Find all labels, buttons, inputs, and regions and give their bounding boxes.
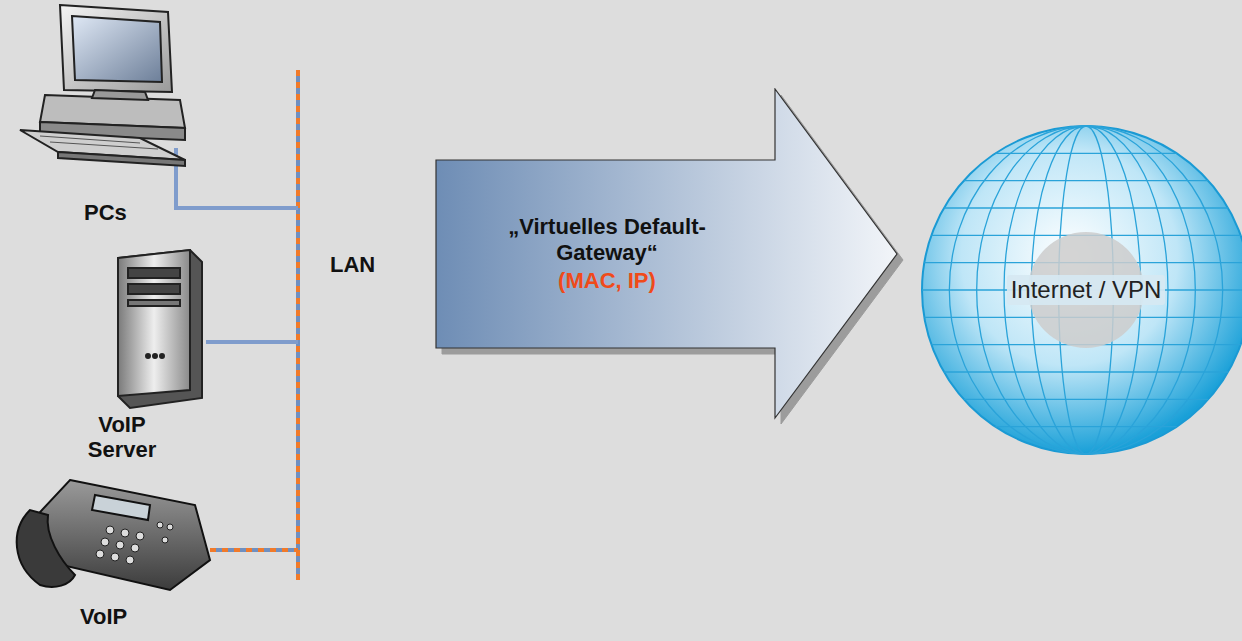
phone-icon (17, 480, 210, 590)
lan-bus-dash (296, 70, 300, 580)
node-text: „Virtuelles Default-Gateway“ (487, 214, 727, 267)
node-text: Internet / VPN (1007, 275, 1166, 305)
phone-wire-dash (210, 548, 298, 552)
arrow-shape (435, 88, 905, 428)
icon-label: LAN (330, 252, 410, 277)
gateway-arrow: „Virtuelles Default-Gateway“(MAC, IP) (435, 88, 905, 428)
icon-label: PCs (84, 200, 164, 225)
internet-globe: Internet / VPN (918, 122, 1242, 458)
node-text: (MAC, IP) (558, 268, 656, 294)
pc-wire (176, 148, 298, 208)
icon-label: VoIP Server (72, 412, 172, 463)
server-icon (118, 250, 202, 408)
icon-label: VoIP (80, 604, 160, 629)
globe-text-area: Internet / VPN (918, 122, 1242, 458)
server-wire (206, 340, 298, 344)
pc-icon (20, 5, 185, 166)
phone-wire (210, 548, 298, 552)
lan-bus (296, 70, 300, 580)
arrow-text-area: „Virtuelles Default-Gateway“(MAC, IP) (439, 164, 775, 344)
